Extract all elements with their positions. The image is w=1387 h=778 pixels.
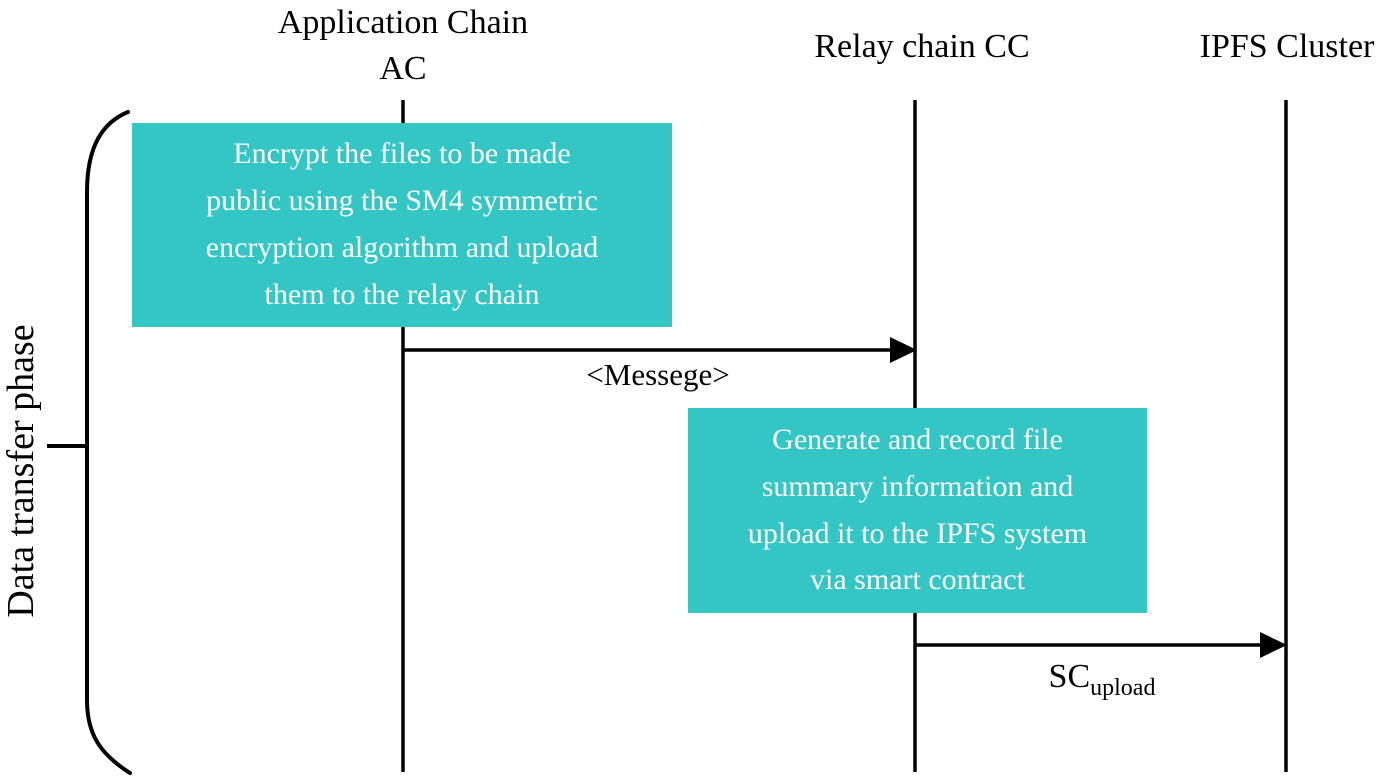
actor-application-chain-name: Application Chain — [277, 4, 529, 41]
sc-upload-label: SCupload — [1048, 658, 1156, 700]
sc-upload-label-sub: upload — [1090, 674, 1156, 701]
sc-upload-arrowhead-icon — [1260, 632, 1287, 658]
note-encrypt-box: Encrypt the files to be made public usin… — [132, 123, 672, 327]
actor-application-chain-abbr: AC — [379, 50, 427, 87]
actor-relay-chain: Relay chain CC — [814, 28, 1030, 65]
actor-application-chain: Application Chain AC — [278, 0, 528, 92]
phase-brace — [85, 110, 132, 775]
actor-ipfs-cluster: IPFS Cluster — [1199, 28, 1375, 65]
message-arrowhead-icon — [890, 337, 917, 363]
note-generate-box: Generate and record file summary informa… — [688, 408, 1147, 613]
note-generate-text: Generate and record file summary informa… — [747, 422, 1088, 597]
note-encrypt-text: Encrypt the files to be made public usin… — [205, 137, 599, 311]
message-label: <Messege> — [586, 357, 730, 392]
sc-upload-label-main: SC — [1048, 658, 1091, 695]
phase-label: Data transfer phase — [0, 324, 42, 618]
